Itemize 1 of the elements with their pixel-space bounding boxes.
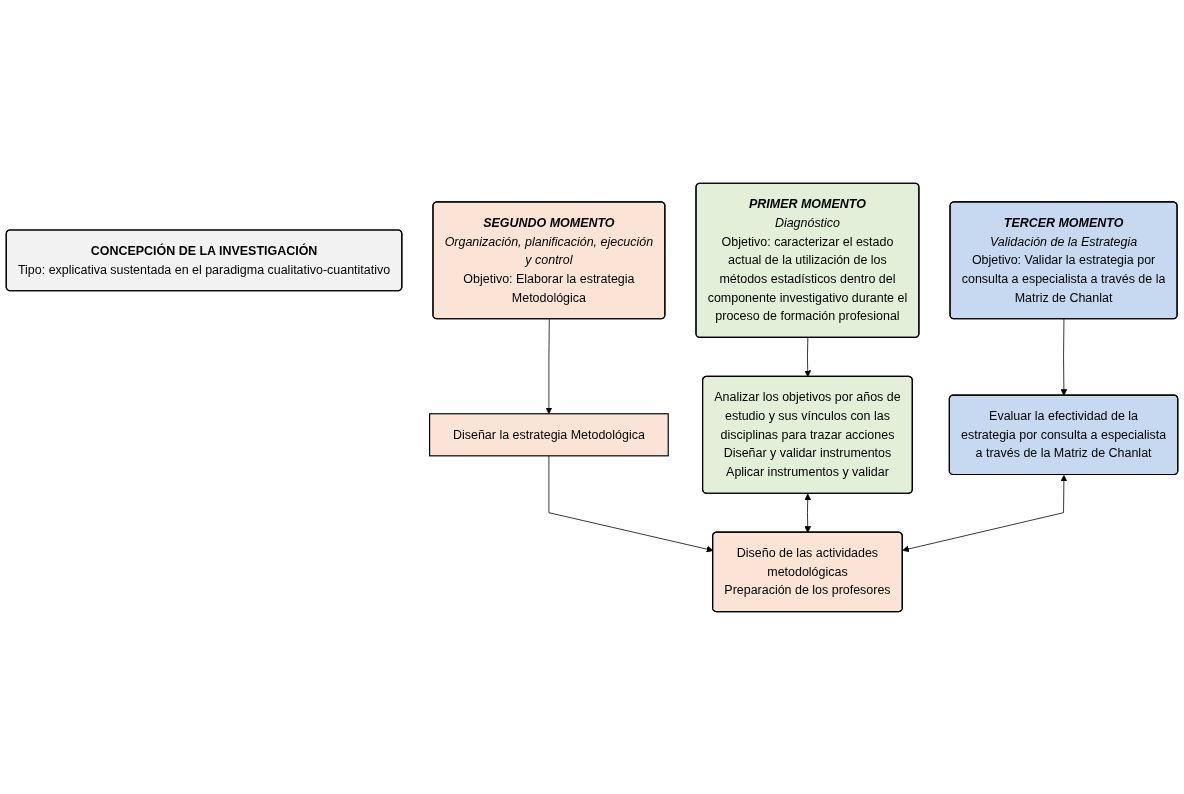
node-box: Diseñar la estrategia Metodológica xyxy=(429,412,669,456)
